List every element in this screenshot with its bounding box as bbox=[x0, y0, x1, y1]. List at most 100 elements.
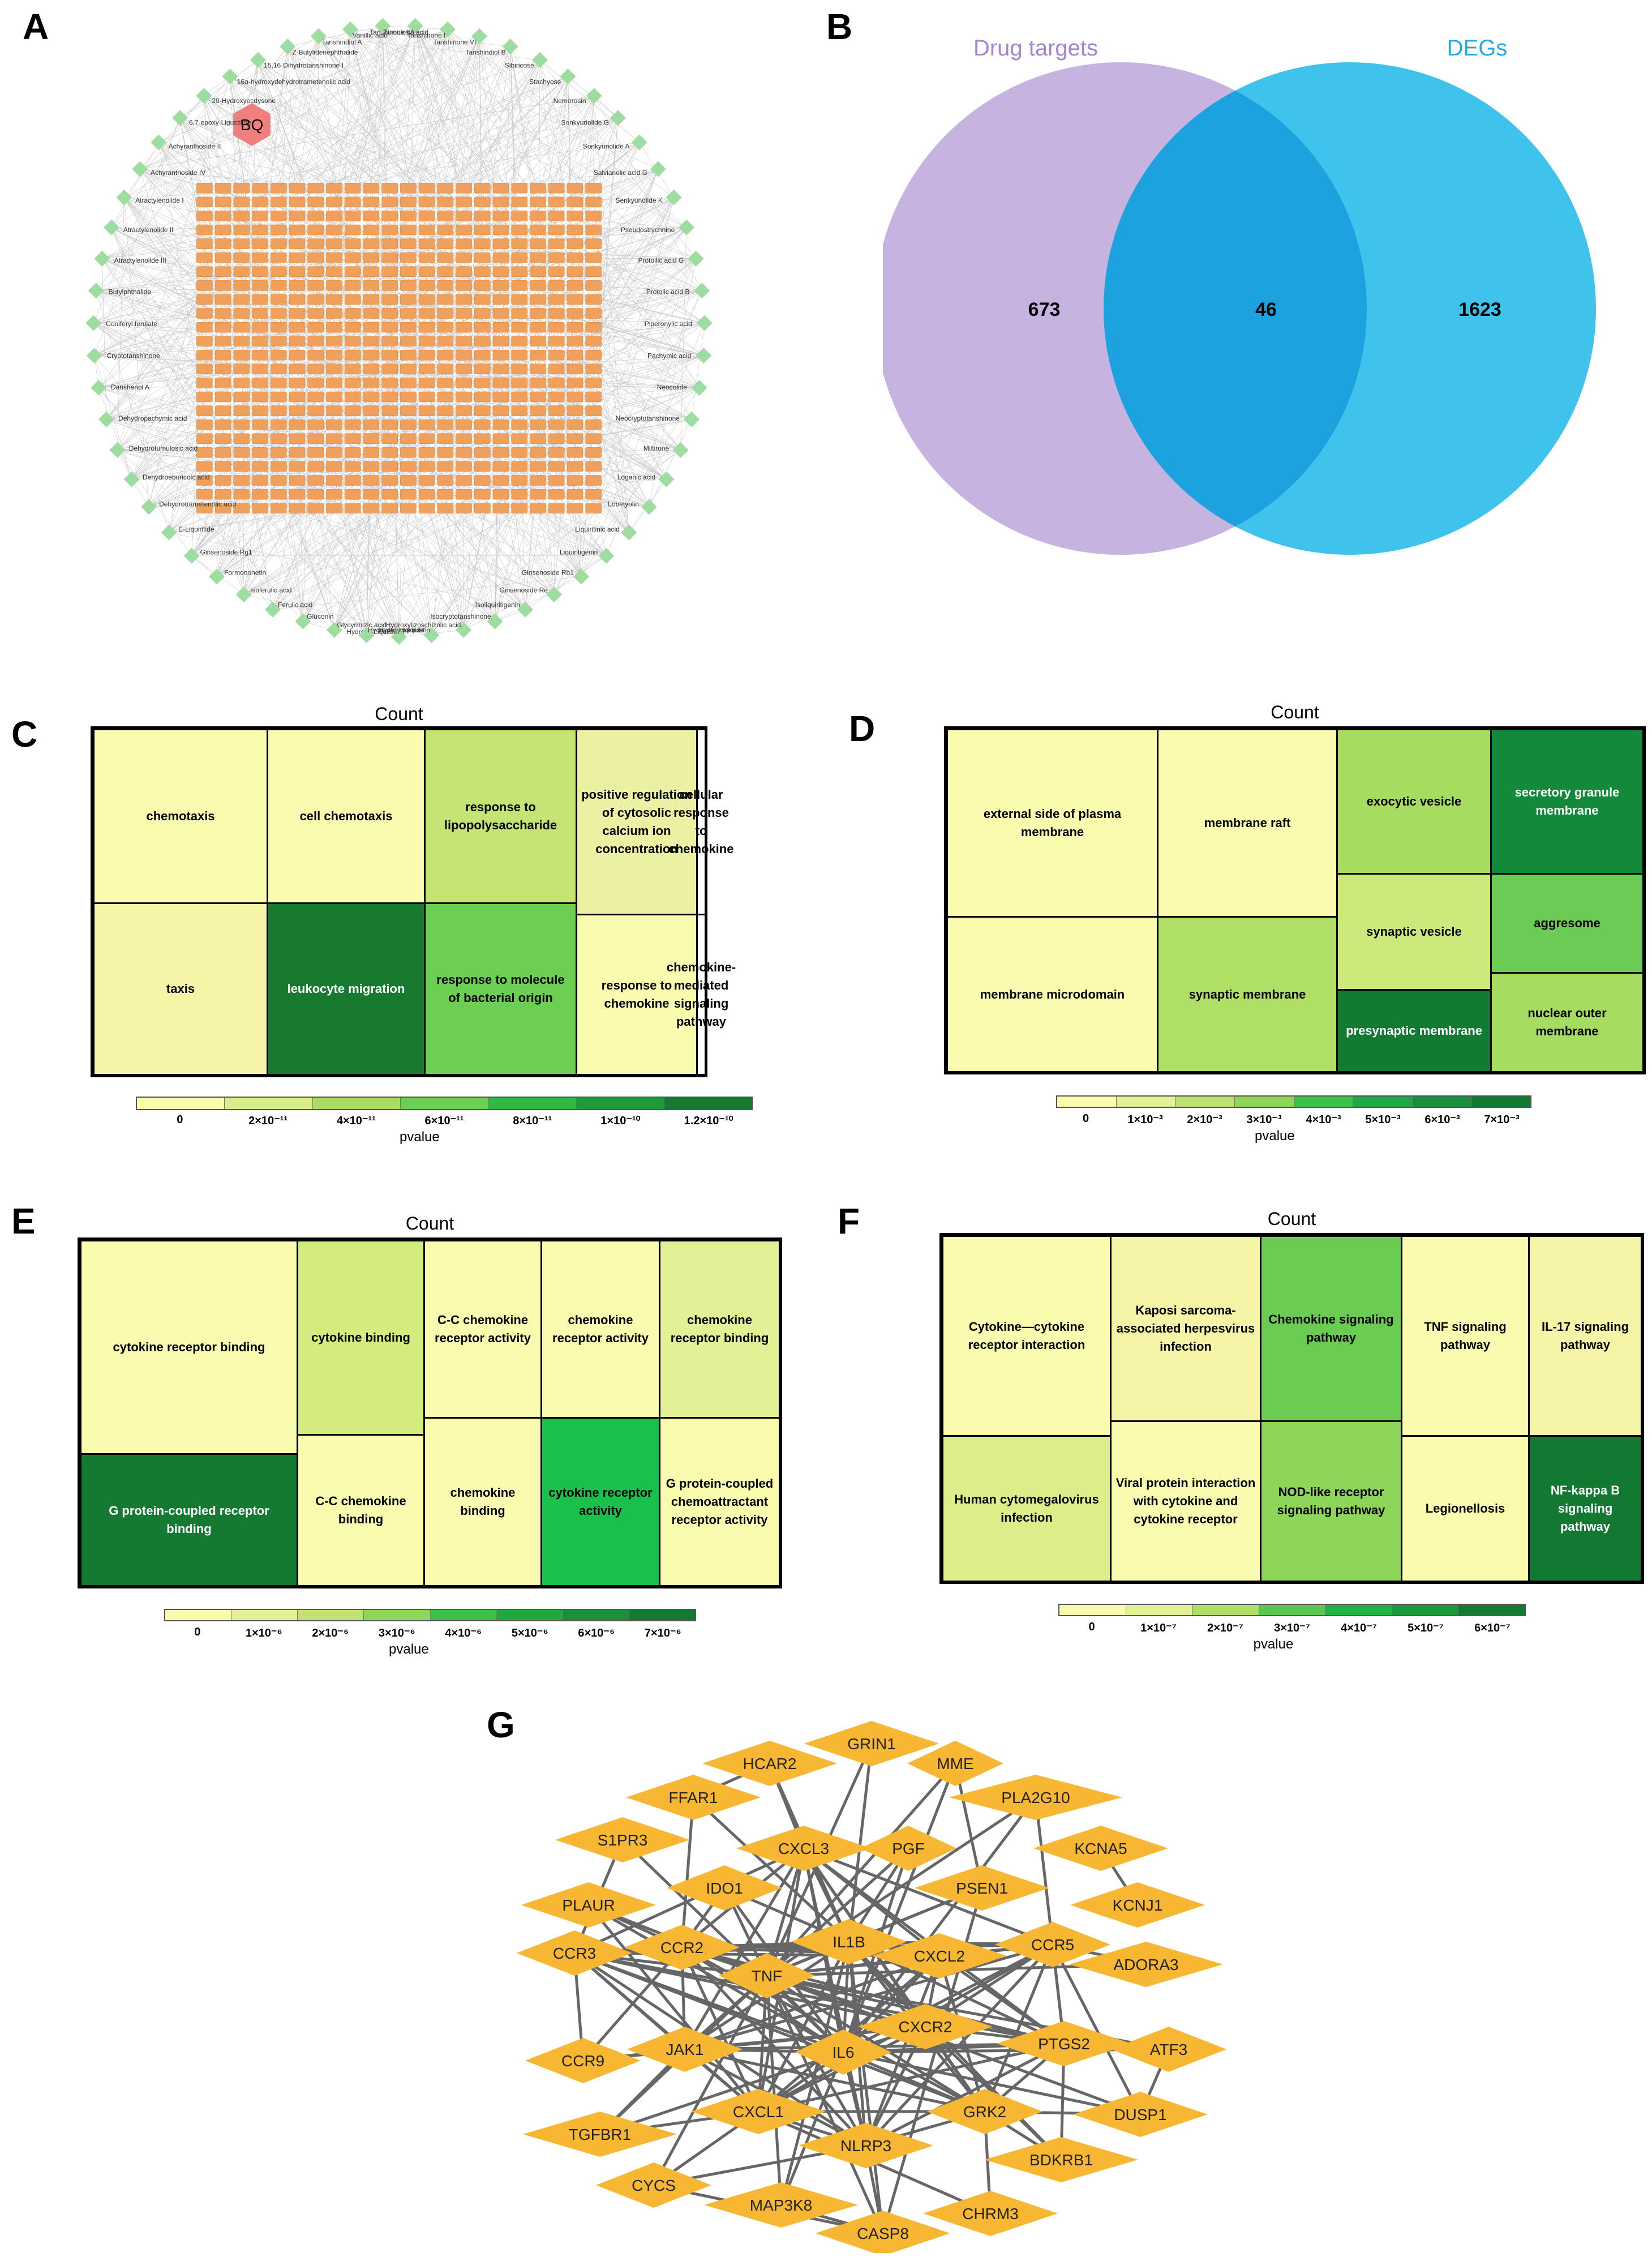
target-node bbox=[344, 211, 361, 221]
target-node bbox=[456, 433, 472, 444]
target-node bbox=[530, 503, 546, 513]
target-node bbox=[437, 391, 454, 402]
compound-label: Pachymic acid bbox=[647, 352, 691, 359]
target-node bbox=[437, 322, 454, 333]
target-node bbox=[196, 475, 213, 486]
target-node bbox=[381, 336, 398, 346]
target-node bbox=[326, 378, 342, 388]
treemap-cell: chemokine receptor binding bbox=[659, 1240, 780, 1419]
treemap-cell: leukocyte migration bbox=[267, 902, 426, 1076]
ppi-node bbox=[704, 2182, 858, 2228]
target-node bbox=[214, 224, 231, 235]
target-node bbox=[252, 363, 268, 375]
treemap-cell: IL-17 signaling pathway bbox=[1528, 1235, 1642, 1437]
target-node bbox=[585, 489, 602, 500]
treemap-d-title: Count bbox=[1271, 702, 1319, 722]
legend-title: pvalue bbox=[389, 1642, 429, 1657]
ppi-edge bbox=[1034, 1797, 1066, 2044]
panel-label-b: B bbox=[826, 6, 853, 47]
target-node bbox=[456, 461, 472, 472]
target-node bbox=[344, 405, 361, 416]
target-node bbox=[474, 280, 491, 291]
target-node bbox=[492, 391, 509, 402]
compound-label: Ginsenoside Rb1 bbox=[522, 568, 574, 576]
target-node bbox=[196, 252, 213, 263]
compound-node bbox=[487, 613, 503, 630]
target-node bbox=[456, 266, 472, 277]
target-node bbox=[381, 391, 398, 402]
target-node bbox=[307, 183, 324, 194]
target-node bbox=[585, 322, 602, 333]
target-node bbox=[233, 447, 250, 458]
target-node bbox=[289, 280, 306, 291]
compound-node bbox=[94, 250, 110, 267]
target-node bbox=[326, 196, 342, 208]
ppi-node-label: CXCL3 bbox=[778, 1840, 829, 1857]
compound-label: Pseudostrychnine bbox=[621, 226, 675, 234]
ppi-edge bbox=[803, 1847, 1053, 1946]
ppi-edge bbox=[779, 1941, 851, 2206]
compound-node bbox=[310, 28, 327, 45]
target-node bbox=[381, 196, 398, 208]
target-node bbox=[456, 224, 472, 235]
target-node bbox=[418, 475, 435, 486]
ppi-node-label: CCR9 bbox=[561, 2052, 604, 2070]
target-node bbox=[530, 475, 546, 486]
target-node bbox=[511, 252, 527, 263]
target-node bbox=[400, 238, 417, 249]
target-node bbox=[585, 433, 602, 444]
target-node bbox=[252, 308, 268, 319]
target-node bbox=[307, 196, 324, 208]
compound-node bbox=[610, 110, 626, 126]
target-node bbox=[196, 224, 213, 235]
target-node bbox=[530, 405, 546, 416]
target-node bbox=[511, 433, 527, 444]
target-node bbox=[418, 280, 435, 291]
compound-node bbox=[658, 471, 675, 487]
compound-label: Tanshinone VI bbox=[433, 38, 476, 46]
ppi-node bbox=[1073, 2092, 1208, 2137]
center-node-bq bbox=[233, 103, 271, 146]
target-node bbox=[585, 224, 602, 235]
target-node bbox=[196, 183, 213, 194]
target-node bbox=[381, 183, 398, 194]
target-node bbox=[363, 489, 380, 500]
treemap-cell: aggresome bbox=[1490, 873, 1644, 974]
ppi-node bbox=[691, 2089, 826, 2134]
ppi-node-label: JAK1 bbox=[666, 2041, 704, 2058]
ppi-node bbox=[1070, 1882, 1205, 1928]
target-node bbox=[307, 405, 324, 416]
target-node bbox=[492, 419, 509, 430]
target-node bbox=[196, 489, 213, 500]
ppi-node bbox=[927, 2089, 1042, 2134]
legend-title: pvalue bbox=[1255, 1128, 1295, 1144]
venn-overlap bbox=[1104, 62, 1367, 555]
target-node bbox=[233, 238, 250, 249]
target-node bbox=[548, 489, 565, 500]
target-node bbox=[585, 280, 602, 291]
compound-node bbox=[621, 524, 637, 541]
target-node bbox=[252, 252, 268, 263]
ppi-node-label: PGF bbox=[892, 1840, 925, 1857]
ppi-edge bbox=[587, 1903, 844, 2054]
target-node bbox=[271, 489, 287, 500]
target-node bbox=[567, 322, 583, 333]
target-node bbox=[585, 252, 602, 263]
target-node bbox=[548, 294, 565, 305]
ppi-node-label: IL1B bbox=[833, 1933, 865, 1951]
target-node bbox=[214, 419, 231, 430]
target-node bbox=[530, 350, 546, 361]
legend-tick: 5×10⁻³ bbox=[1365, 1114, 1401, 1126]
target-node bbox=[344, 391, 361, 402]
compound-node bbox=[326, 622, 342, 638]
compound-node bbox=[91, 380, 107, 396]
target-node bbox=[437, 183, 454, 194]
compound-node bbox=[456, 622, 472, 638]
target-node bbox=[437, 461, 454, 472]
ppi-node bbox=[596, 2162, 711, 2208]
target-node bbox=[363, 252, 380, 263]
compound-node bbox=[132, 161, 148, 177]
target-node bbox=[548, 350, 565, 361]
target-node bbox=[456, 336, 472, 346]
target-node bbox=[363, 350, 380, 361]
